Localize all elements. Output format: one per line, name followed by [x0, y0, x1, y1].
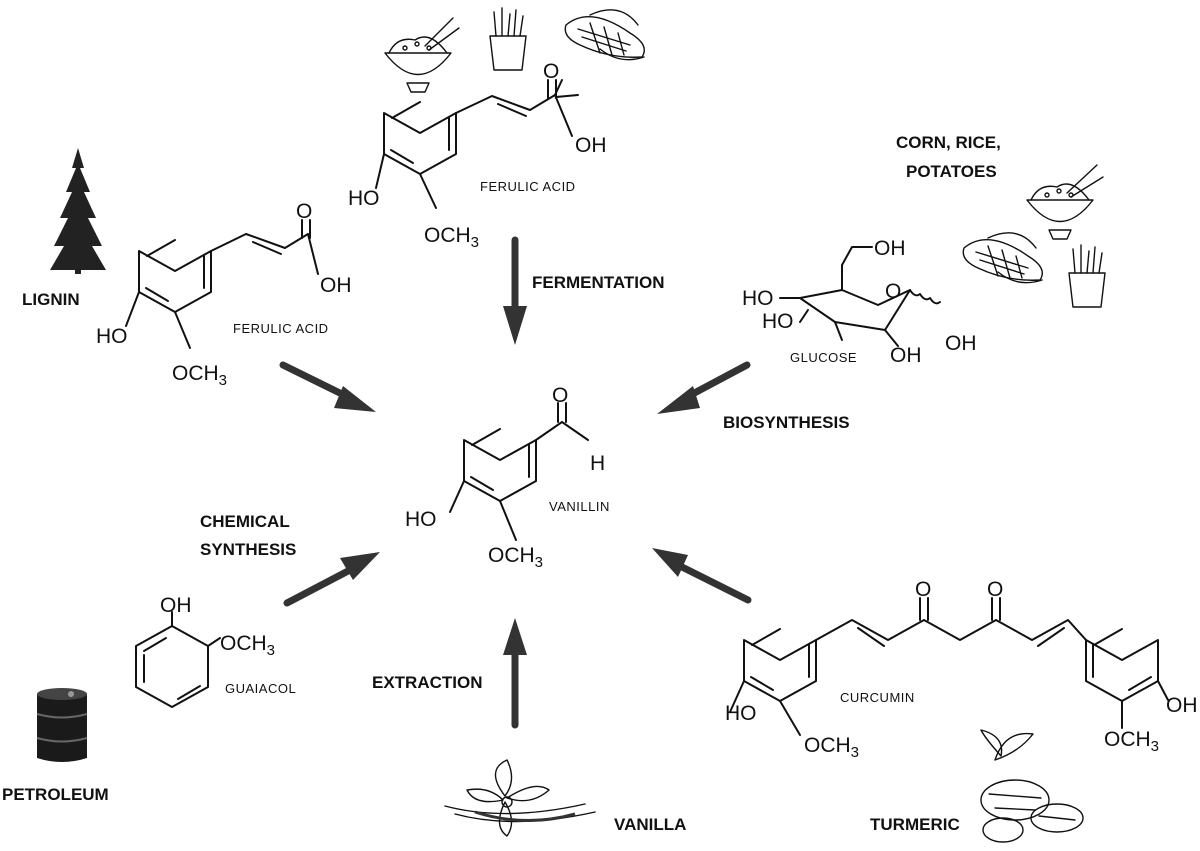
rice-bowl-icon: [384, 17, 460, 93]
rice-bowl-icon: [1026, 164, 1104, 240]
vanillin-label: VANILLIN: [549, 499, 610, 514]
petroleum-label: PETROLEUM: [2, 785, 109, 804]
fries-icon: [1068, 244, 1106, 308]
atom-label: OH: [575, 134, 607, 157]
atom-label: HO: [348, 187, 380, 210]
corn-rice-label-line1: CORN, RICE,: [896, 133, 1001, 152]
lignin-label: LIGNIN: [22, 290, 80, 309]
turmeric-root-icon: [980, 729, 1084, 843]
arrow-chemical-synthesis: [283, 552, 380, 607]
atom-label: O: [552, 384, 568, 407]
atom-label: HO: [96, 325, 128, 348]
atom-label: HO: [742, 287, 774, 310]
guaiacol-molecule: OH OCH3 GUAIACOL: [135, 594, 296, 708]
glucose-molecule: OH O HO HO OH OH GLUCOSE: [742, 237, 977, 367]
extraction-label: EXTRACTION: [372, 673, 483, 692]
atom-label: H: [590, 452, 605, 475]
ferulic-acid-left-label: FERULIC ACID: [233, 321, 329, 336]
turmeric-label: TURMERIC: [870, 815, 960, 834]
ferulic-acid-top-molecule: O OH HO OCH3 FERULIC ACID: [348, 60, 607, 251]
atom-label: OH: [1166, 694, 1198, 717]
curcumin-molecule: O O HO OH OCH3 OCH3 CURCUMIN: [725, 578, 1198, 761]
atom-label: HO: [405, 508, 437, 531]
atom-label: OH: [160, 594, 192, 617]
chemical-synthesis-label-line2: SYNTHESIS: [200, 540, 296, 559]
atom-label: OH: [874, 237, 906, 260]
curcumin-label: CURCUMIN: [840, 690, 915, 705]
atom-label: HO: [762, 310, 794, 333]
arrow-extraction: [503, 618, 527, 729]
atom-label: OCH3: [172, 362, 227, 389]
vanillin-molecule: O H HO OCH3 VANILLIN: [405, 384, 610, 571]
fries-icon: [489, 7, 527, 71]
atom-label: OH: [945, 332, 977, 355]
corn-icon: [962, 232, 1043, 284]
corn-rice-label-line2: POTATOES: [906, 162, 997, 181]
arrow-lignin: [279, 361, 376, 412]
tree-icon: [50, 148, 106, 274]
atom-label: OCH3: [1104, 728, 1159, 755]
arrow-fermentation: [503, 236, 527, 345]
atom-label: O: [296, 200, 312, 223]
chemical-synthesis-label-line1: CHEMICAL: [200, 512, 290, 531]
atom-label: HO: [725, 702, 757, 725]
atom-label: O: [885, 280, 901, 303]
vanilla-label: VANILLA: [614, 815, 686, 834]
guaiacol-label: GUAIACOL: [225, 681, 296, 696]
atom-label: O: [543, 60, 559, 83]
ferulic-acid-left-molecule: O OH HO OCH3 FERULIC ACID: [96, 200, 352, 389]
ferulic-acid-top-label: FERULIC ACID: [480, 179, 576, 194]
atom-label: OH: [320, 274, 352, 297]
glucose-label: GLUCOSE: [790, 350, 857, 365]
arrow-biosynthesis: [657, 361, 751, 414]
atom-label: OCH3: [424, 224, 479, 251]
atom-label: OCH3: [804, 734, 859, 761]
oil-barrel-icon: [36, 688, 88, 762]
arrow-curcumin: [652, 548, 752, 604]
atom-label: O: [987, 578, 1003, 601]
corn-icon: [564, 9, 645, 61]
vanilla-flower-icon: [444, 759, 596, 837]
biosynthesis-label: BIOSYNTHESIS: [723, 413, 850, 432]
atom-label: OH: [890, 344, 922, 367]
atom-label: O: [915, 578, 931, 601]
atom-label: OCH3: [488, 544, 543, 571]
atom-label: OCH3: [220, 632, 275, 659]
fermentation-label: FERMENTATION: [532, 273, 665, 292]
